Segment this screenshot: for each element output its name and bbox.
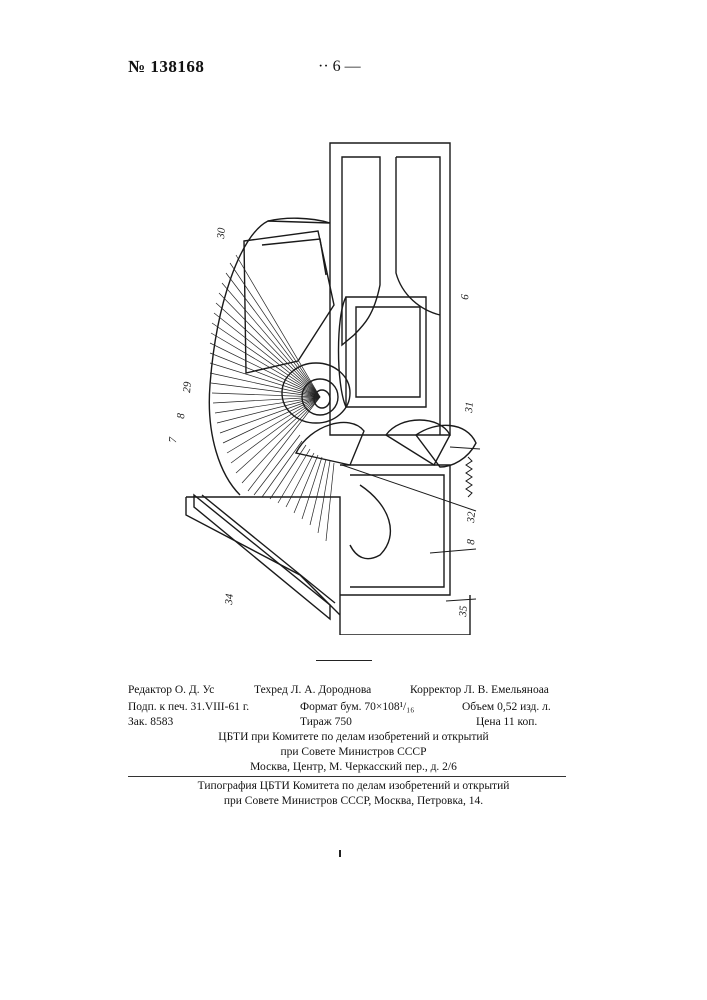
techred-credit: Техред Л. А. Дороднова — [254, 684, 371, 696]
imprint-divider — [128, 776, 566, 777]
page-number: ·· 6 — — [318, 58, 361, 76]
label-7: 7 — [167, 436, 179, 443]
corrector-credit: Корректор Л. В. Емельяноаа — [410, 684, 549, 696]
label-34: 34 — [223, 593, 236, 606]
stray-mark — [339, 850, 341, 857]
paper-format: Формат бум. 70×108¹/₁₆ — [300, 701, 414, 713]
label-29: 29 — [181, 381, 194, 394]
separator-line — [316, 660, 372, 661]
print-volume: Объем 0,52 изд. л. — [462, 701, 551, 713]
technical-drawing: 30 6 29 8 7 31 32 8 34 35 — [150, 135, 490, 635]
editor-credit: Редактор О. Д. Ус — [128, 684, 214, 696]
label-8-lower: 8 — [465, 538, 477, 545]
label-8-upper: 8 — [175, 412, 187, 419]
label-32: 32 — [465, 511, 478, 524]
signed-date: Подп. к печ. 31.VIII-61 г. — [128, 701, 249, 713]
label-31: 31 — [463, 401, 476, 414]
publisher-line-2: при Совете Министров СССР — [0, 746, 707, 758]
circulation: Тираж 750 — [300, 716, 352, 728]
printer-line-2: при Совете Министров СССР, Москва, Петро… — [0, 795, 707, 807]
label-6: 6 — [459, 293, 471, 300]
patent-number: № 138168 — [128, 57, 204, 77]
price: Цена 11 коп. — [476, 716, 537, 728]
printer-line-1: Типография ЦБТИ Комитета по делам изобре… — [0, 780, 707, 792]
label-35: 35 — [457, 605, 470, 618]
publisher-line-3: Москва, Центр, М. Черкасский пер., д. 2/… — [0, 761, 707, 773]
order-number: Зак. 8583 — [128, 716, 173, 728]
label-30: 30 — [215, 227, 228, 240]
publisher-line-1: ЦБТИ при Комитете по делам изобретений и… — [0, 731, 707, 743]
